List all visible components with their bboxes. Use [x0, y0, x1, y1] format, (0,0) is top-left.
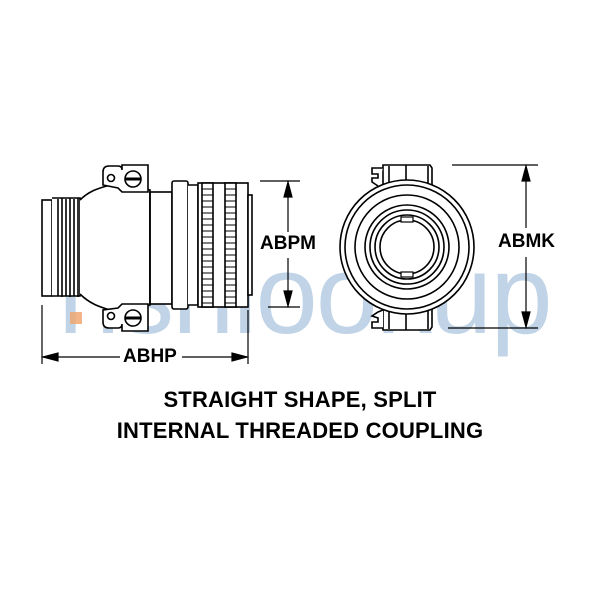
threaded-end	[41, 197, 81, 297]
abmk-dimension	[448, 163, 538, 330]
watermark-dot	[70, 312, 82, 324]
coupling-face	[339, 179, 475, 315]
caption-line-1: STRAIGHT SHAPE, SPLIT	[163, 387, 437, 412]
abhp-label: ABHP	[121, 346, 179, 367]
top-clamp-ear	[102, 164, 149, 193]
abpm-label: ABPM	[258, 233, 318, 254]
backshell-body	[79, 184, 173, 311]
abhp-dimension	[40, 305, 250, 364]
abmk-label: ABMK	[496, 231, 557, 252]
bottom-clamp-ear	[102, 303, 149, 332]
coupling-nut	[171, 180, 253, 310]
caption-line-2: INTERNAL THREADED COUPLING	[116, 418, 484, 443]
end-view	[339, 163, 538, 331]
side-view	[40, 164, 300, 364]
abpm-dimension	[260, 179, 300, 309]
